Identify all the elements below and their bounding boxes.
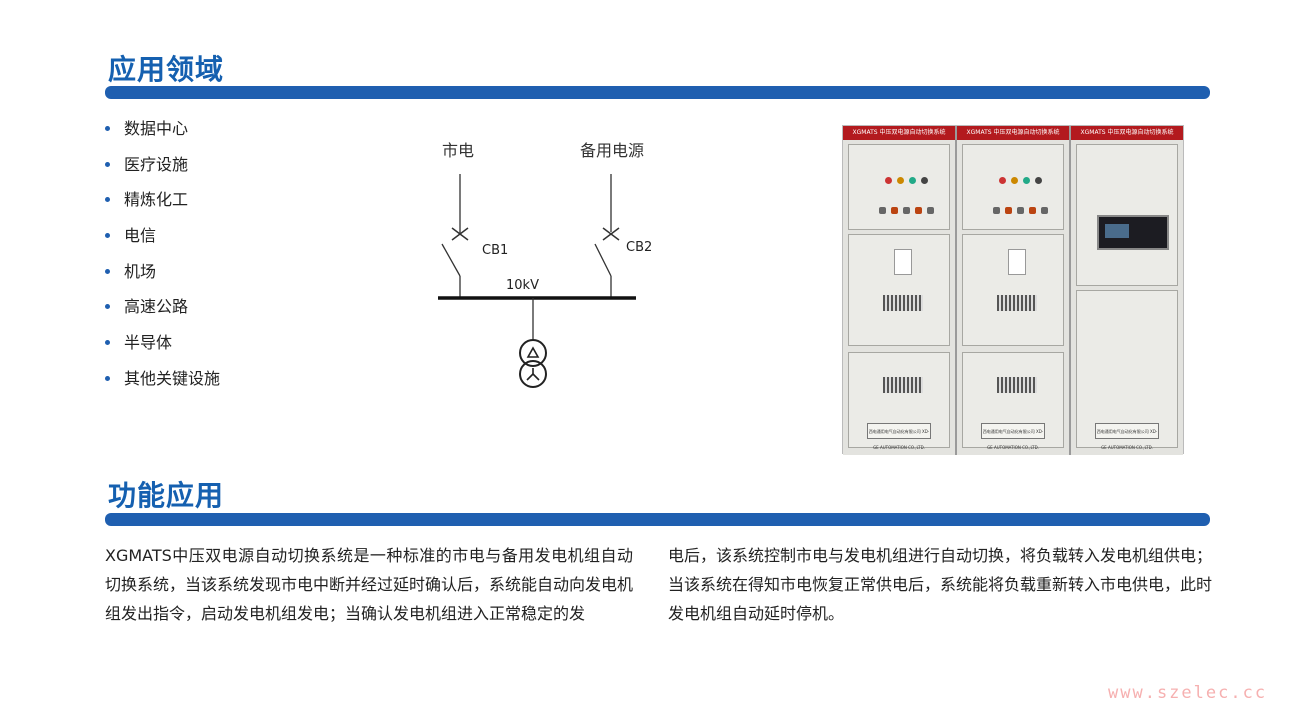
list-item: 半导体 — [105, 330, 220, 366]
breaker-label-cb1: CB1 — [482, 243, 508, 258]
breaker-cross-left — [451, 227, 469, 241]
cabinet-unit: XGMATS 中压双电源自动切换系统 西电通用电气自动化有限公司 XD-GE A… — [1071, 126, 1183, 455]
list-item: 精炼化工 — [105, 187, 220, 223]
control-panel — [962, 144, 1064, 230]
control-panel — [848, 144, 950, 230]
function-description-left: XGMATS中压双电源自动切换系统是一种标准的市电与备用发电机组自动切换系统，当… — [105, 546, 634, 623]
list-item: 医疗设施 — [105, 152, 220, 188]
section-title-function: 功能应用 — [108, 479, 225, 512]
cabinet-unit: XGMATS 中压双电源自动切换系统 西电通用电气自动化有限公司 XD-GE A… — [843, 126, 957, 455]
section-divider-bar — [105, 513, 1210, 526]
cabinet-nameplate: 西电通用电气自动化有限公司 XD-GE AUTOMATION CO.,LTD. — [981, 423, 1045, 450]
list-item: 机场 — [105, 259, 220, 295]
cabinet-header-label: XGMATS 中压双电源自动切换系统 — [1071, 126, 1183, 140]
single-line-diagram: 市电 备用电源 CB1 CB2 10kV — [438, 141, 652, 388]
breaker-compartment — [848, 234, 950, 346]
wye-icon — [526, 373, 534, 381]
source-label-mains: 市电 — [442, 141, 474, 160]
breaker-cross-right — [602, 227, 620, 241]
cabinet-nameplate: 西电通用电气自动化有限公司 XD-GE AUTOMATION CO.,LTD. — [867, 423, 931, 450]
list-item: 高速公路 — [105, 294, 220, 330]
transfer-controller — [1097, 215, 1169, 250]
function-description-right: 电后，该系统控制市电与发电机组进行自动切换，将负载转入发电机组供电；当该系统在得… — [668, 546, 1213, 623]
source-label-backup: 备用电源 — [580, 141, 644, 160]
section-title-application-fields: 应用领域 — [108, 53, 225, 86]
switch-blade-right — [594, 243, 612, 277]
list-item: 电信 — [105, 223, 220, 259]
cabinet-header-label: XGMATS 中压双电源自动切换系统 — [957, 126, 1069, 140]
switchgear-cabinet-photo: XGMATS 中压双电源自动切换系统 西电通用电气自动化有限公司 XD-GE A… — [842, 125, 1184, 455]
cabinet-nameplate: 西电通用电气自动化有限公司 XD-GE AUTOMATION CO.,LTD. — [1095, 423, 1159, 450]
cabinet-header-label: XGMATS 中压双电源自动切换系统 — [843, 126, 955, 140]
delta-icon — [526, 346, 540, 358]
cable-compartment: 西电通用电气自动化有限公司 XD-GE AUTOMATION CO.,LTD. — [962, 352, 1064, 450]
bus-voltage-label: 10kV — [506, 278, 539, 293]
transformer-secondary-winding — [519, 360, 547, 388]
breaker-compartment — [962, 234, 1064, 346]
cabinet-unit: XGMATS 中压双电源自动切换系统 西电通用电气自动化有限公司 XD-GE A… — [957, 126, 1071, 455]
switch-blade-left — [441, 243, 461, 277]
breaker-label-cb2: CB2 — [626, 240, 652, 255]
application-fields-list: 数据中心 医疗设施 精炼化工 电信 机场 高速公路 半导体 其他关键设施 — [105, 116, 220, 402]
watermark: www.szelec.cc — [1108, 683, 1268, 703]
wye-icon — [532, 373, 540, 381]
section-divider-bar — [105, 86, 1210, 99]
controller-panel — [1076, 144, 1178, 286]
list-item: 其他关键设施 — [105, 366, 220, 402]
cable-compartment: 西电通用电气自动化有限公司 XD-GE AUTOMATION CO.,LTD. — [848, 352, 950, 450]
list-item: 数据中心 — [105, 116, 220, 152]
transformer-primary-winding — [519, 339, 547, 367]
lower-panel: 西电通用电气自动化有限公司 XD-GE AUTOMATION CO.,LTD. — [1076, 290, 1178, 450]
